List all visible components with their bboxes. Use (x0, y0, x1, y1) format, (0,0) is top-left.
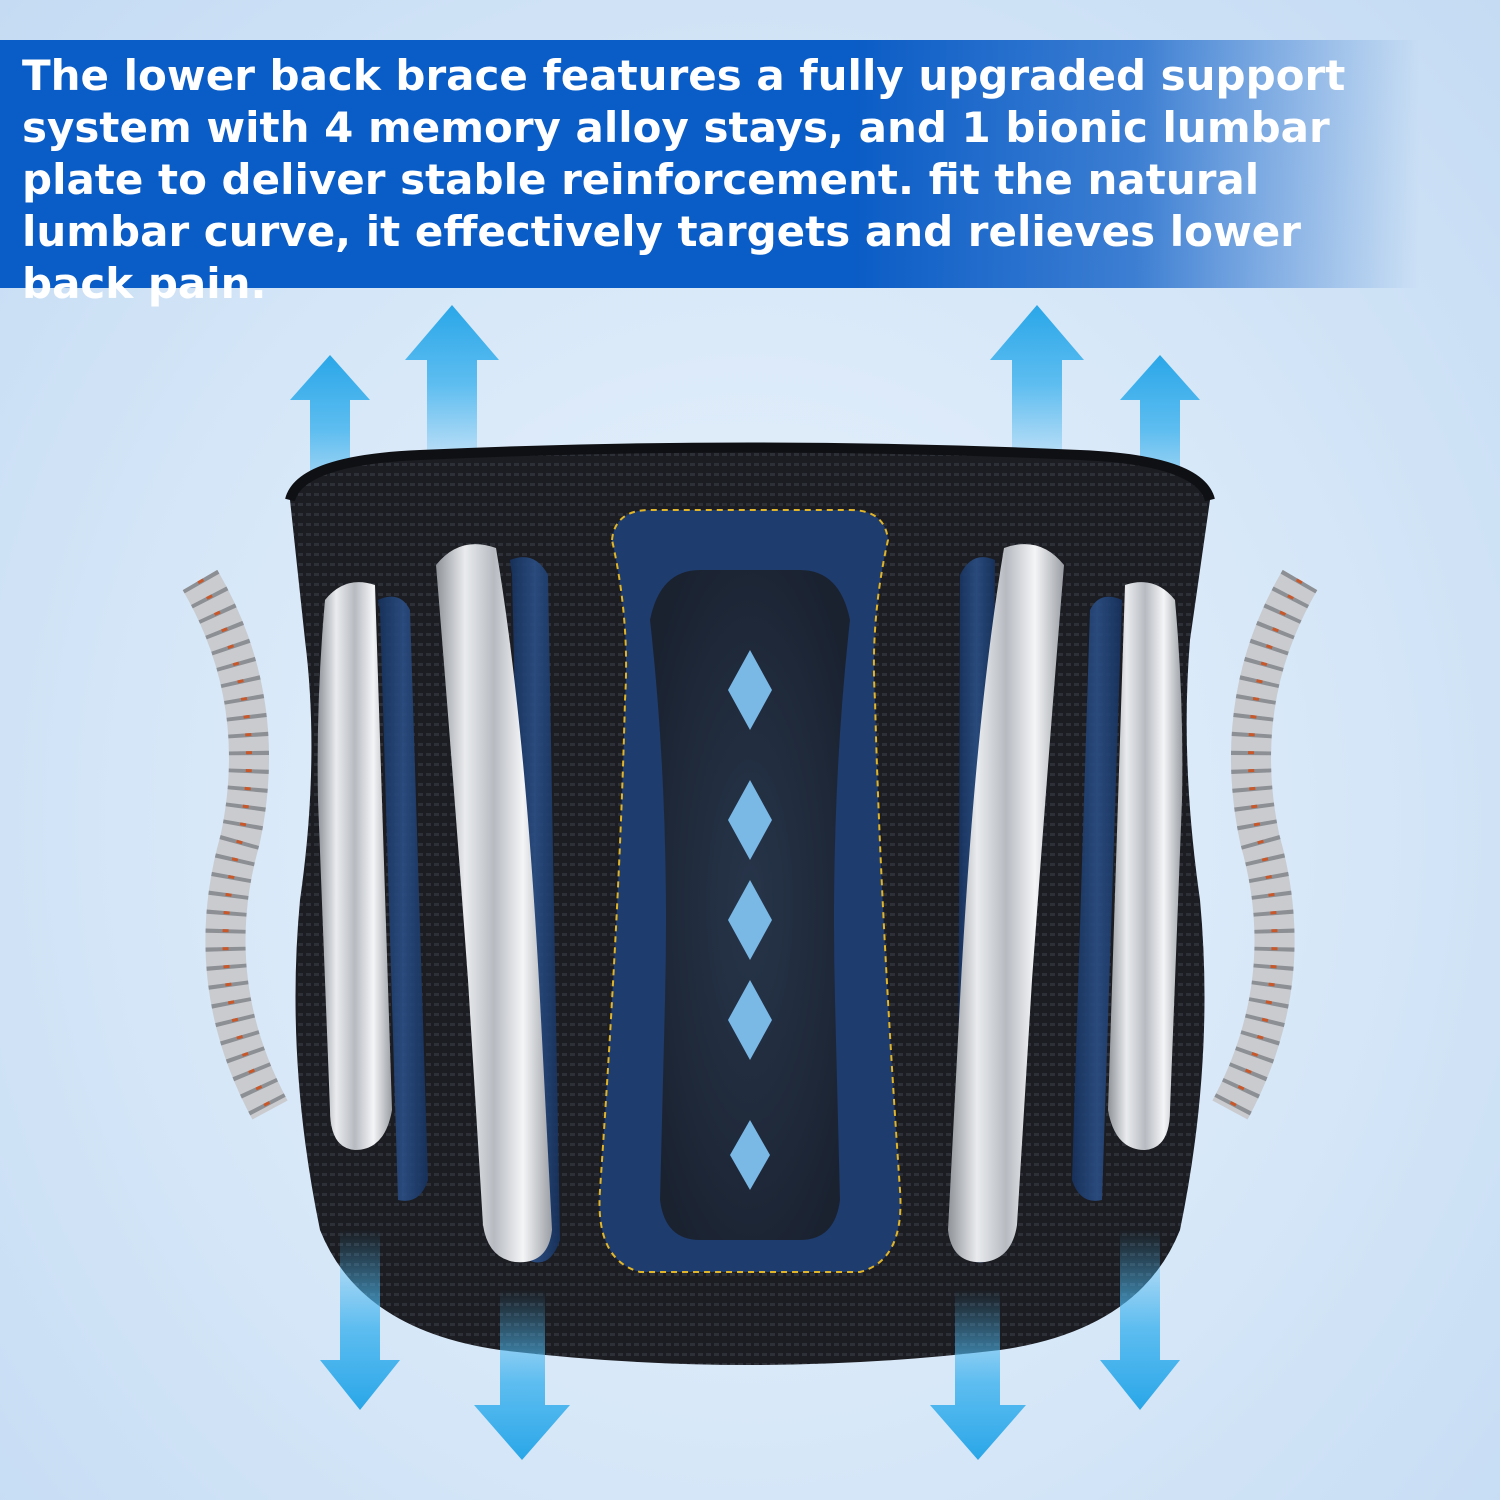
spine-icon (1212, 569, 1318, 1120)
arrow-down-icon (1100, 1230, 1180, 1410)
spine-icon (182, 569, 288, 1120)
memory-alloy-stay (436, 544, 552, 1263)
arrow-down-icon (320, 1230, 400, 1410)
headline-banner (0, 40, 1420, 288)
memory-alloy-stay (948, 544, 1064, 1263)
arrow-down-icon (930, 1290, 1026, 1460)
memory-alloy-stay (1108, 582, 1183, 1150)
memory-alloy-stay (317, 582, 392, 1150)
arrow-up-icon (990, 305, 1084, 480)
arrow-down-icon (474, 1290, 570, 1460)
headline-text: The lower back brace features a fully up… (22, 51, 1346, 308)
arrow-up-icon (405, 305, 499, 480)
bionic-lumbar-plate (598, 509, 902, 1273)
